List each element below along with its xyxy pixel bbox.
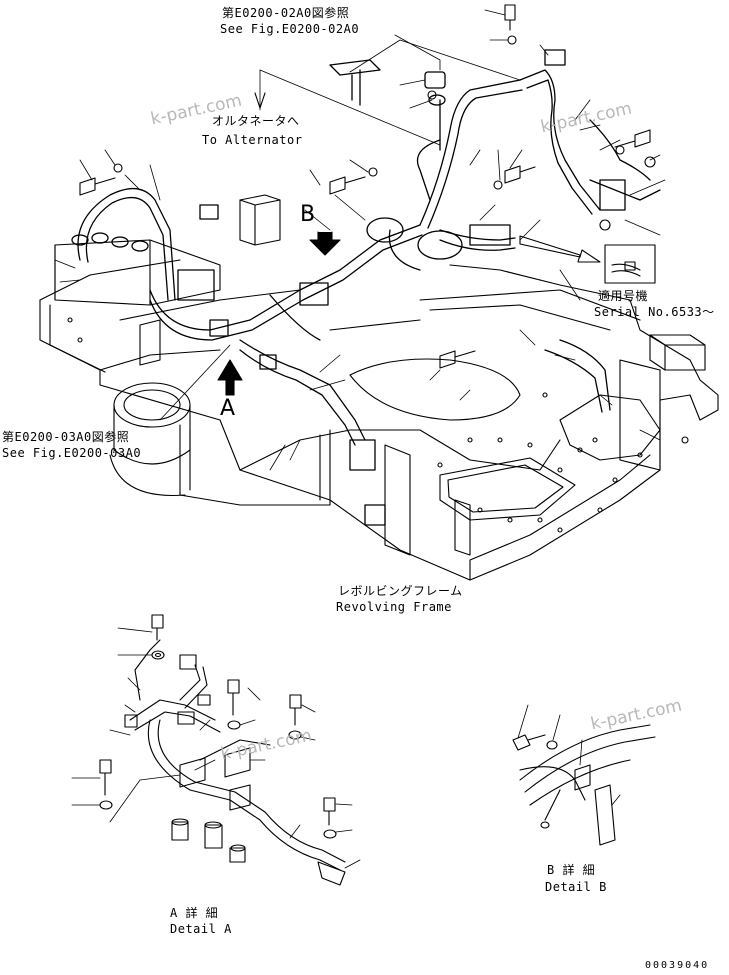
frame-label-en: Revolving Frame — [336, 600, 452, 614]
detail-b-drawing — [512, 704, 656, 846]
serial-label-en: Serial No.6533～ — [594, 305, 715, 319]
ref-02a0-label-en: See Fig.E0200-02A0 — [220, 22, 360, 36]
detail-a-label-en: Detail A — [170, 922, 232, 936]
bolts-main — [79, 4, 656, 369]
revolving-frame — [39, 194, 719, 581]
ref-03a0-label-jp: 第E0200-03A0図参照 — [2, 430, 130, 444]
detail-b-label-jp: B 詳 細 — [547, 863, 596, 877]
serial-inset — [604, 244, 656, 284]
ref-02a0-label-jp: 第E0200-02A0図参照 — [222, 6, 350, 20]
wiring-harness — [71, 49, 661, 526]
detail-a-label-jp: A 詳 細 — [170, 906, 219, 920]
alternator-label-en: To Alternator — [202, 133, 303, 147]
detail-marker-a: A — [220, 396, 236, 421]
detail-marker-b: B — [300, 202, 316, 227]
detail-b-label-en: Detail B — [545, 880, 607, 894]
direction-arrows — [217, 92, 601, 396]
serial-label-jp: 適用号機 — [598, 289, 649, 303]
drawing-code: 00039040 — [645, 960, 710, 971]
detail-a-drawing — [71, 614, 361, 886]
frame-label-jp: レボルビングフレーム — [338, 584, 463, 598]
alternator-label-jp: オルタネータへ — [212, 114, 300, 128]
ref-03a0-label-en: See Fig.E0200-03A0 — [2, 446, 142, 460]
